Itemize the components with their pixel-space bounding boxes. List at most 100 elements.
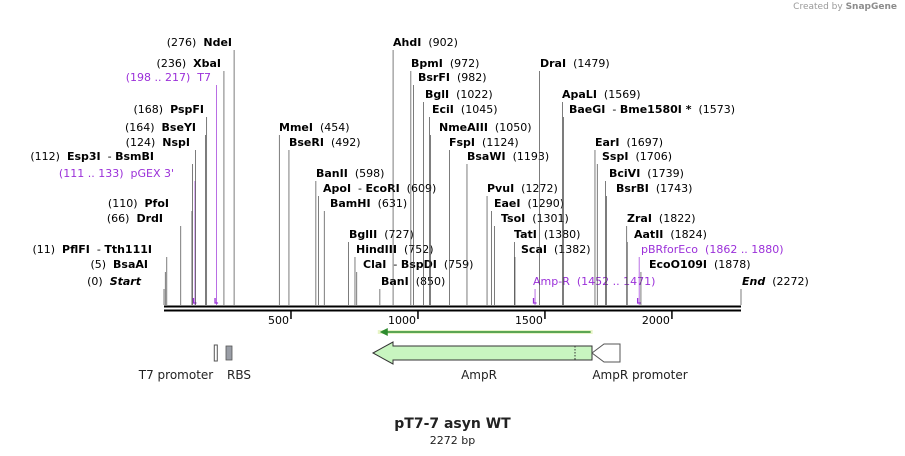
site-label-scai[interactable]: ScaI (1382) xyxy=(514,243,591,305)
site-label-bsrfi[interactable]: BsrFI (982) xyxy=(413,71,487,305)
svg-text:MmeI (454): MmeI (454) xyxy=(279,121,350,134)
site-label-pflfi[interactable]: (11) PflFI - Tth111I xyxy=(32,243,168,305)
primer-bracket xyxy=(636,298,641,304)
svg-text:BpmI (972): BpmI (972) xyxy=(411,57,479,70)
site-position: (1301) xyxy=(532,212,569,225)
site-label-ecoo109i[interactable]: EcoO109I (1878) xyxy=(640,258,751,305)
site-label-banii[interactable]: BanII (598) xyxy=(315,167,385,305)
site-label-apali[interactable]: ApaLI (1569) xyxy=(562,88,641,305)
site-name: BseRI xyxy=(289,136,324,149)
site-name: NdeI xyxy=(203,36,232,49)
site-label-esp3i[interactable]: (112) Esp3I - BsmBI xyxy=(30,150,193,305)
site-label-eaei[interactable]: EaeI (1290) xyxy=(491,197,564,305)
site-label-pfoi[interactable]: (110) PfoI xyxy=(108,197,193,305)
site-label-clai[interactable]: ClaI - BspDI (759) xyxy=(356,258,474,305)
site-label-tsoi[interactable]: TsoI (1301) xyxy=(494,212,569,305)
feature-ampr-promoter[interactable]: AmpR promoter xyxy=(591,343,688,382)
svg-text:BciVI (1739): BciVI (1739) xyxy=(609,167,684,180)
site-label-mmei[interactable]: MmeI (454) xyxy=(278,121,350,305)
site-label-bani[interactable]: BanI (850) xyxy=(379,275,445,305)
site-position: (1479) xyxy=(573,57,610,70)
site-name: End xyxy=(742,275,765,288)
site-position: (902) xyxy=(428,36,458,49)
site-label-xbai[interactable]: (236) XbaI xyxy=(157,57,225,305)
site-label-tati[interactable]: TatI (1380) xyxy=(514,228,580,305)
svg-text:BanII (598): BanII (598) xyxy=(316,167,384,180)
svg-text:EarI (1697): EarI (1697) xyxy=(595,136,663,149)
site-label-zrai[interactable]: ZraI (1822) xyxy=(626,212,696,305)
feature-label: RBS xyxy=(227,368,251,382)
site-label-bglii[interactable]: BglII (727) xyxy=(348,228,414,305)
site-position: (1697) xyxy=(626,136,663,149)
site-position: (759) xyxy=(444,258,474,271)
site-position: (1706) xyxy=(635,150,672,163)
site-label-bpmi[interactable]: BpmI (972) xyxy=(410,57,480,305)
site-name: BglI xyxy=(425,88,449,101)
site-label-pspfi[interactable]: (168) PspFI xyxy=(134,103,208,305)
site-label-pgex-3-[interactable]: (111 .. 133) pGEX 3' xyxy=(59,167,197,305)
site-name: NmeAIII xyxy=(439,121,488,134)
site-label-t7[interactable]: (198 .. 217) T7 xyxy=(126,71,219,305)
site-name: PfoI xyxy=(145,197,170,210)
site-label-end[interactable]: End (2272) xyxy=(740,275,809,305)
site-label-pbrforeco[interactable]: pBRforEco (1862 .. 1880) xyxy=(636,243,784,305)
feature-label: AmpR promoter xyxy=(592,368,687,382)
feature-t7-promoter[interactable]: T7 promoter xyxy=(138,344,218,382)
site-label-bgli[interactable]: BglI (1022) xyxy=(423,88,493,305)
ruler-label: 500 xyxy=(268,314,289,327)
site-position: (11) xyxy=(32,243,55,256)
site-label-ndei[interactable]: (276) NdeI xyxy=(167,36,235,305)
site-name: BamHI xyxy=(330,197,371,210)
site-name: EaeI xyxy=(494,197,521,210)
site-label-eari[interactable]: EarI (1697) xyxy=(594,136,663,305)
svg-text:FspI (1124): FspI (1124) xyxy=(449,136,519,149)
site-label-aatii[interactable]: AatII (1824) xyxy=(626,228,707,305)
site-label-fspi[interactable]: FspI (1124) xyxy=(449,136,519,305)
site-label-sspi[interactable]: SspI (1706) xyxy=(596,150,672,305)
svg-text:BglI (1022): BglI (1022) xyxy=(425,88,493,101)
site-name: Amp-R xyxy=(533,275,570,288)
site-name: PflFI xyxy=(62,243,90,256)
site-label-hindiii[interactable]: HindIII (752) xyxy=(354,243,434,305)
svg-text:(168) PspFI: (168) PspFI xyxy=(134,103,205,116)
site-position: (66) xyxy=(107,212,130,225)
site-position: (124) xyxy=(126,136,156,149)
translation-arrowhead xyxy=(379,328,388,336)
site-label-bamhi[interactable]: BamHI (631) xyxy=(323,197,407,305)
ruler-label: 1000 xyxy=(388,314,416,327)
site-label-ecii[interactable]: EciI (1045) xyxy=(429,103,497,305)
primer-bracket xyxy=(532,298,537,304)
site-name: PvuI xyxy=(487,182,514,195)
site-name: PspFI xyxy=(170,103,204,116)
svg-text:End (2272): End (2272) xyxy=(742,275,809,288)
feature-ampr[interactable]: AmpR xyxy=(371,341,593,382)
feature-rbs[interactable]: RBS xyxy=(225,345,251,382)
site-label-apoi[interactable]: ApoI - EcoRI (609) xyxy=(318,182,437,305)
svg-text:(0) Start: (0) Start xyxy=(87,275,142,288)
site-label-nmeaiii[interactable]: NmeAIII (1050) xyxy=(430,121,532,305)
site-label-bsrbi[interactable]: BsrBI (1743) xyxy=(606,182,693,305)
feature-label: T7 promoter xyxy=(138,368,214,382)
site-label-drai[interactable]: DraI (1479) xyxy=(539,57,610,305)
site-label-amp-r[interactable]: Amp-R (1452 .. 1471) xyxy=(532,275,655,305)
site-position: (1050) xyxy=(495,121,532,134)
site-name: pGEX 3' xyxy=(130,167,174,180)
site-label-baegi[interactable]: BaeGI - Bme1580I * (1573) xyxy=(563,103,735,305)
site-label-bsaai[interactable]: (5) BsaAI xyxy=(90,258,166,305)
site-position: (1124) xyxy=(482,136,519,149)
site-label-bcivi[interactable]: BciVI (1739) xyxy=(605,167,684,305)
site-label-bseri[interactable]: BseRI (492) xyxy=(288,136,361,305)
site-label-drdi[interactable]: (66) DrdI xyxy=(107,212,182,305)
site-label-bsawi[interactable]: BsaWI (1193) xyxy=(466,150,549,305)
svg-text:ApaLI (1569): ApaLI (1569) xyxy=(562,88,641,101)
site-label-nspi[interactable]: (124) NspI xyxy=(126,136,196,305)
site-label-ahdi[interactable]: AhdI (902) xyxy=(392,36,458,305)
site-name: TsoI xyxy=(501,212,525,225)
ruler-label: 1500 xyxy=(515,314,543,327)
site-position: (1878) xyxy=(714,258,751,271)
site-label-bseyi[interactable]: (164) BseYI xyxy=(125,121,206,305)
site-position: (164) xyxy=(125,121,155,134)
site-name: BsaWI xyxy=(467,150,506,163)
site-name: ZraI xyxy=(627,212,652,225)
site-label-start[interactable]: (0) Start xyxy=(87,275,165,305)
